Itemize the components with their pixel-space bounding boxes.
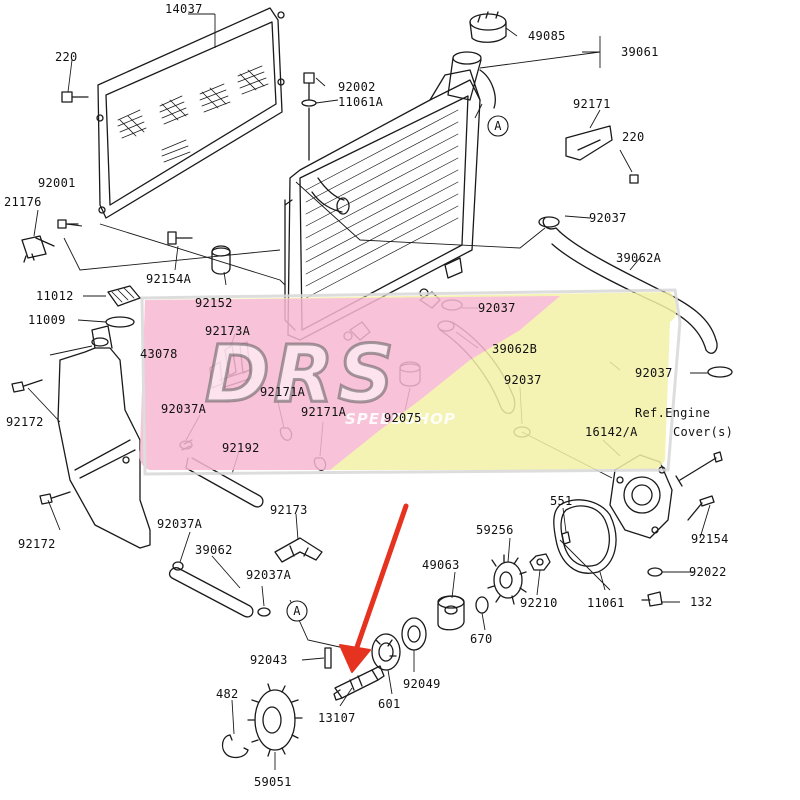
part-label: 59051 [254,775,292,789]
part-label: 92037 [504,373,542,387]
engine-reference-line2: Cover(s) [673,425,734,439]
reference-marker-a: A [293,604,301,618]
radiator-screen [96,7,285,219]
part-label: 132 [690,595,713,609]
part-label: 92173A [205,324,251,338]
part-label: 551 [550,494,573,508]
part-label: 92075 [384,411,422,425]
part-label: 92171A [301,405,347,419]
filler-neck [447,11,507,109]
part-label: 92192 [222,441,260,455]
part-label: 11061 [587,596,625,610]
part-label: 92002 [338,80,376,94]
reservoir-tank [57,325,151,549]
part-label: 92154 [691,532,729,546]
part-label: 92037A [161,402,207,416]
reference-marker-a: A [494,119,502,133]
part-label: 21176 [4,195,42,209]
part-label: 92172 [6,415,44,429]
part-label: 92001 [38,176,76,190]
part-label: 92037 [478,301,516,315]
part-label: 39061 [621,45,659,59]
part-label: 92049 [403,677,441,691]
radiator-inlet [311,177,345,213]
part-label: 92171 [573,97,611,111]
engine-reference-line1: Ref.Engine [635,406,711,420]
part-label: 59256 [476,523,514,537]
red-arrow [339,503,409,673]
part-label: 92172 [18,537,56,551]
part-label: 13107 [318,711,356,725]
part-label: 43078 [140,347,178,361]
part-label: 39062B [492,342,538,356]
part-label: 92022 [689,565,727,579]
part-label: 16142/A [585,425,638,439]
part-label: 601 [378,697,401,711]
part-label: 220 [55,50,78,64]
part-label: 49085 [528,29,566,43]
watermark-shape [139,288,682,476]
part-label: 92210 [520,596,558,610]
sprocket [247,683,303,757]
part-label: 670 [470,632,493,646]
impeller [487,554,527,605]
part-label: 92171A [260,385,306,399]
part-label: 39062 [195,543,233,557]
part-label: 39062A [616,251,662,265]
part-label: 92037A [157,517,203,531]
pump-shaft [333,665,385,701]
part-label: 482 [216,687,239,701]
part-label: 92037 [635,366,673,380]
part-label: 11009 [28,313,66,327]
part-label: 92043 [250,653,288,667]
part-label: 92152 [195,296,233,310]
part-label: 92037A [246,568,292,582]
part-label: 11012 [36,289,74,303]
part-label: 49063 [422,558,460,572]
part-label: 14037 [165,2,203,16]
part-label: 92154A [146,272,192,286]
part-label: 92173 [270,503,308,517]
part-label: 220 [622,130,645,144]
part-label: 92037 [589,211,627,225]
part-label: 11061A [338,95,384,109]
